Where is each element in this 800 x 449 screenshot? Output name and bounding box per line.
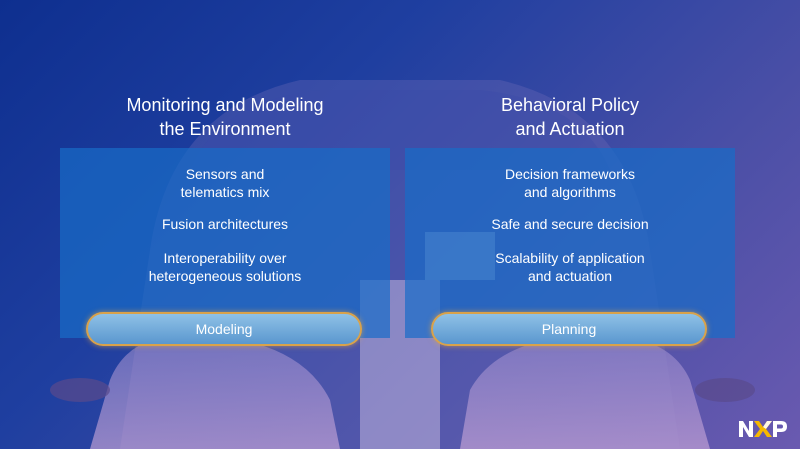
right-item-decision-frameworks: Decision frameworks and algorithms [405,165,735,201]
nxp-logo [739,421,787,437]
heading-right-line1: Behavioral Policy [500,95,640,115]
left-item-fusion: Fusion architectures [60,215,390,233]
left-panel: Sensors and telematics mix Fusion archit… [60,148,390,338]
heading-behavioral-policy: Behavioral Policy and Actuation [420,93,720,141]
left-item-sensors: Sensors and telematics mix [60,165,390,201]
item-line: Fusion architectures [161,216,289,232]
item-line: Scalability of application [495,250,645,266]
left-item-interoperability: Interoperability over heterogeneous solu… [60,249,390,285]
item-line: Interoperability over [163,250,287,266]
heading-monitoring-modeling: Monitoring and Modeling the Environment [75,93,375,141]
heading-left-line2: the Environment [159,119,291,139]
item-line: Decision frameworks [505,166,635,182]
item-line: telematics mix [180,184,270,200]
right-panel: Decision frameworks and algorithms Safe … [405,148,735,338]
item-line: Safe and secure decision [491,216,649,232]
right-item-safe-secure: Safe and secure decision [405,215,735,233]
item-line: and actuation [527,268,613,284]
item-line: and algorithms [524,184,616,200]
planning-button[interactable]: Planning [431,312,707,346]
modeling-button[interactable]: Modeling [86,312,362,346]
right-item-scalability: Scalability of application and actuation [405,249,735,285]
item-line: heterogeneous solutions [148,268,302,284]
heading-right-line2: and Actuation [515,119,625,139]
item-line: Sensors and [185,166,265,182]
heading-left-line1: Monitoring and Modeling [126,95,324,115]
